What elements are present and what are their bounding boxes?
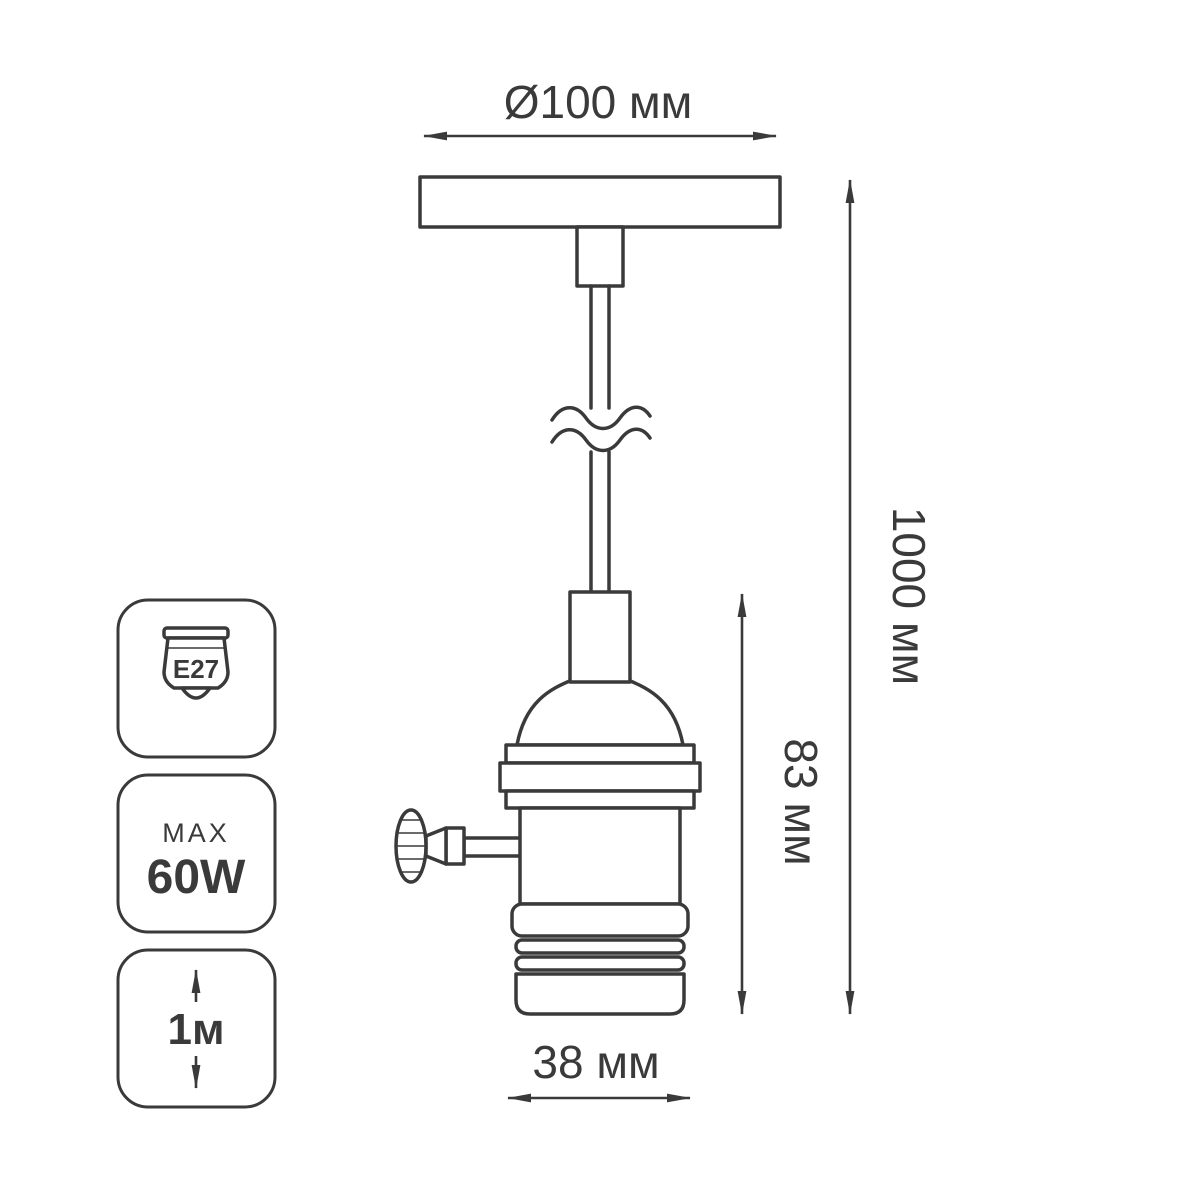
socket-shoulder-dome: [515, 678, 685, 747]
ceiling-plate: [418, 175, 782, 229]
badge-max-label: MAX: [162, 818, 230, 848]
cable-break-squiggle-top: [550, 405, 652, 431]
plate-diameter-dimension: Ø100 мм: [423, 76, 777, 141]
socket-neck: [568, 590, 632, 684]
spec-badges: E27 MAX 60W 1м: [116, 598, 277, 1109]
overall-length-label: 1000 мм: [883, 507, 935, 685]
cable-gland: [575, 225, 625, 288]
knob-rod: [462, 836, 528, 858]
cable-break-squiggle-bottom: [550, 427, 652, 453]
badge-max-value: 60W: [147, 851, 246, 904]
socket-rib-band: [510, 902, 690, 938]
socket-knurled-ring: [498, 761, 702, 793]
badge-cable-length-label: 1м: [167, 1005, 224, 1054]
socket-groove-2: [514, 955, 686, 972]
lamp-socket: [394, 590, 702, 1016]
e27-bulb-base-icon: E27: [162, 626, 230, 700]
socket-width-label: 38 мм: [532, 1036, 659, 1088]
socket-flange-top: [504, 743, 696, 765]
socket-bottom-cap: [514, 972, 686, 1016]
socket-height-label: 83 мм: [775, 738, 827, 865]
knob-shaft: [444, 826, 466, 866]
socket-body: [518, 806, 682, 906]
bulb-base-body: [162, 636, 230, 690]
suspension-cable: [550, 284, 652, 594]
badge-socket-type-label: E27: [173, 654, 219, 684]
bulb-base-tip: [180, 686, 212, 700]
badge-socket-type: E27: [116, 598, 277, 759]
socket-width-dimension: 38 мм: [507, 1036, 691, 1103]
socket-groove-1: [514, 938, 686, 955]
socket-flange-bottom: [504, 789, 696, 810]
socket-height-dimension: 83 мм: [737, 593, 827, 1015]
plate-diameter-label: Ø100 мм: [504, 76, 693, 128]
overall-length-dimension: 1000 мм: [845, 179, 935, 1015]
knob-knurl-hatching: [396, 819, 426, 873]
badge-max-power: MAX 60W: [116, 773, 277, 934]
knob-neck: [424, 826, 448, 866]
badge-cable-length: 1м: [116, 948, 277, 1109]
turn-knob: [394, 808, 528, 884]
badge-cable-length-frame: [116, 948, 277, 1109]
badge-max-power-frame: [116, 773, 277, 934]
